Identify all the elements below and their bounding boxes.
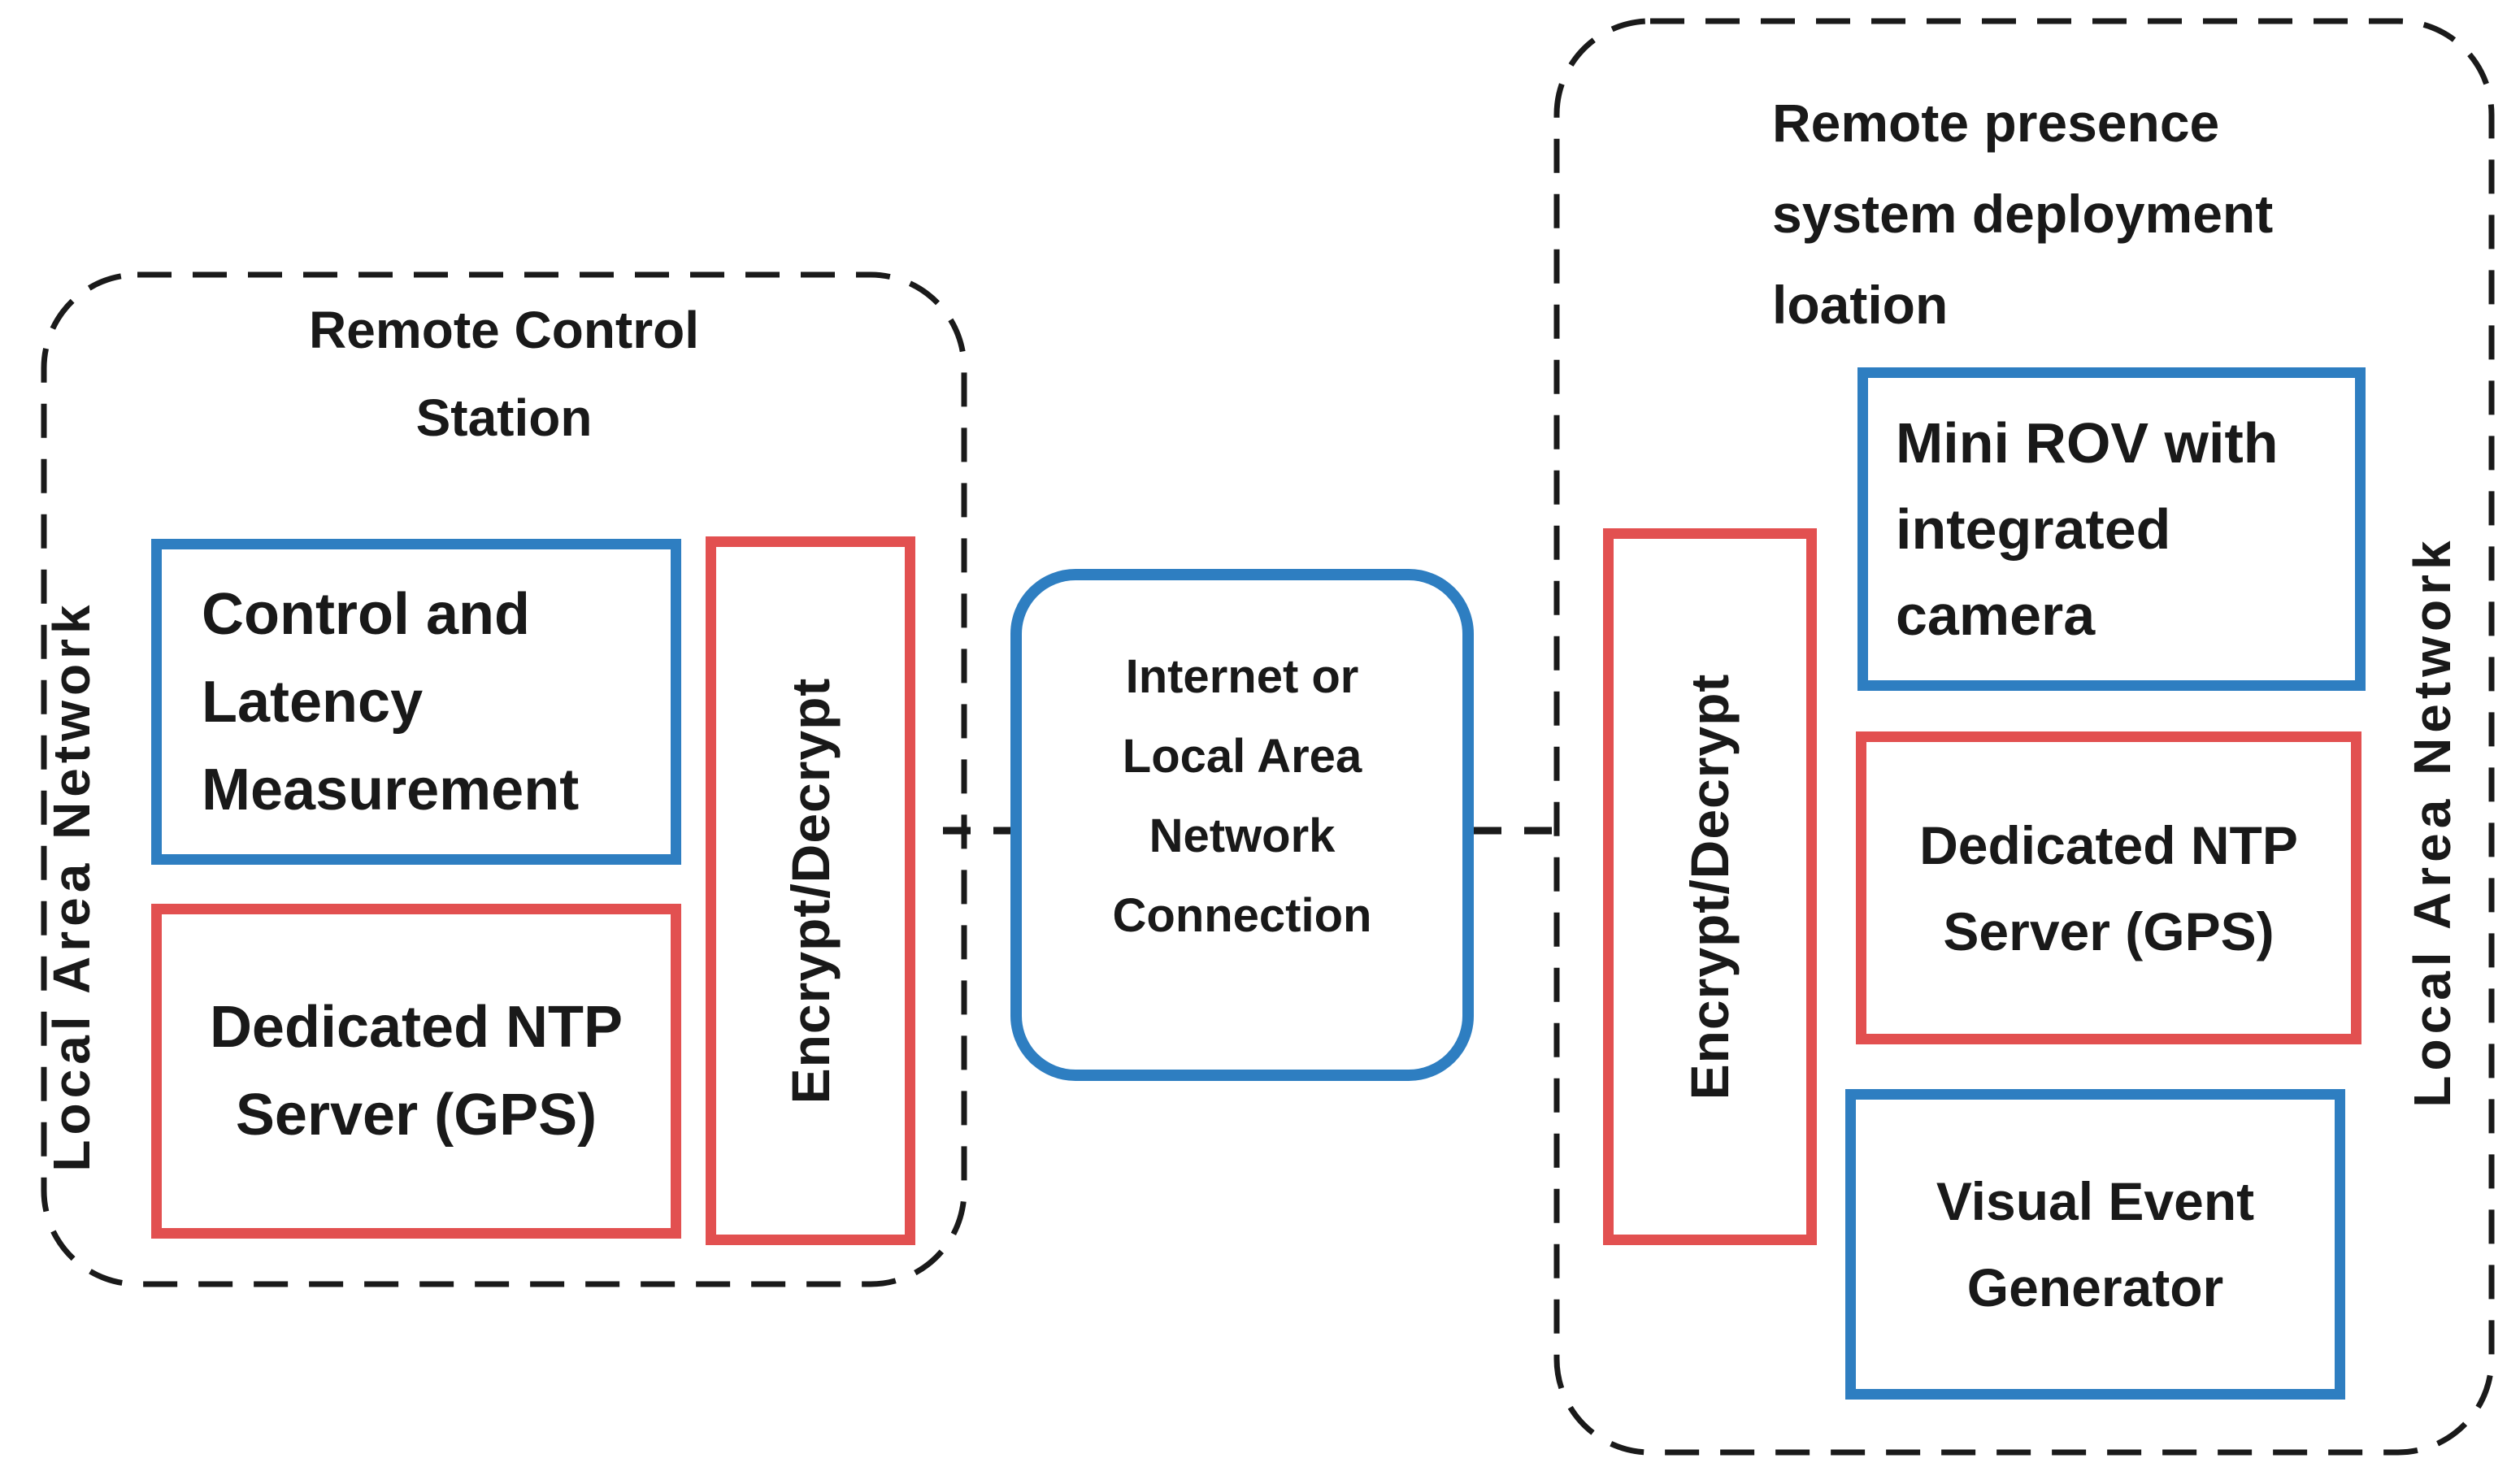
left-panel-outline	[41, 271, 967, 1287]
internet-connection-box: Internet or Local Area Network Connectio…	[1010, 569, 1474, 1081]
lan-label-right: Local Area Network	[2403, 536, 2461, 1108]
ntp-server-right-box: Dedicated NTP Server (GPS)	[1856, 731, 2361, 1044]
mini-rov-box: Mini ROV with integrated camera	[1857, 367, 2366, 691]
encrypt-decrypt-right-box	[1603, 528, 1817, 1245]
control-latency-box: Control and Latency Measurement	[151, 539, 681, 865]
encrypt-decrypt-left-label: Encrypt/Decrypt	[780, 677, 841, 1105]
right-panel-outline	[1553, 18, 2495, 1456]
right-panel-title: Remote presence system deployment loatio…	[1772, 93, 2274, 335]
ntp-server-left-box: Dedicated NTP Server (GPS)	[151, 904, 681, 1239]
encrypt-decrypt-right-label: Encrypt/Decrypt	[1679, 673, 1740, 1100]
lan-label-left: Local Area Network	[42, 600, 101, 1172]
left-panel-title: Remote Control Station	[309, 301, 699, 447]
encrypt-decrypt-left-box	[706, 536, 915, 1245]
visual-event-generator-box: Visual Event Generator	[1845, 1089, 2345, 1400]
